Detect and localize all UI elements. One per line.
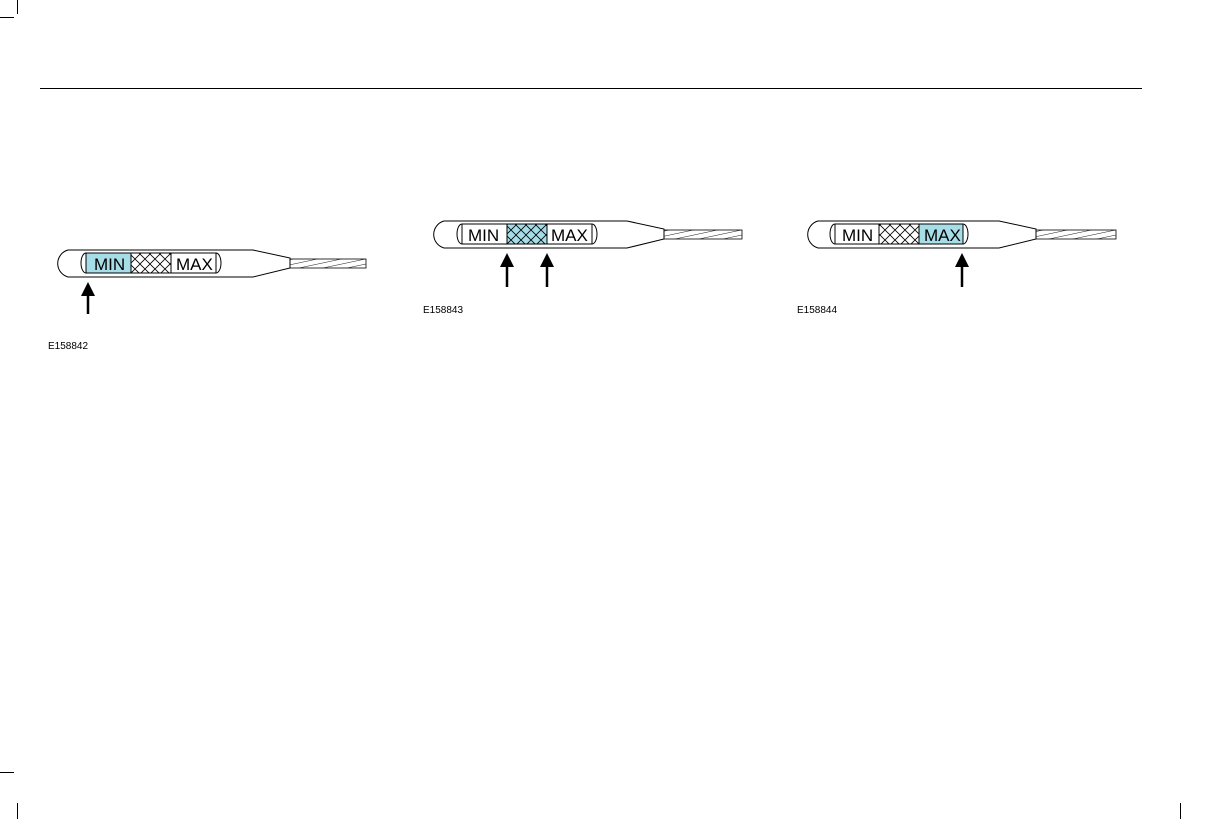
dipstick-figure-min: MIN MAX <box>50 244 370 319</box>
max-label: MAX <box>176 255 213 274</box>
dipstick-shaft-hatch <box>1036 230 1116 239</box>
crosshatch-zone <box>879 224 919 244</box>
figure-caption: E158844 <box>797 305 837 316</box>
crop-mark-bottom-left-h <box>0 772 14 773</box>
dipstick-drawing: MIN MAX <box>50 244 370 319</box>
crosshatch-zone <box>507 224 547 244</box>
max-label: MAX <box>551 226 588 245</box>
min-label: MIN <box>94 255 125 274</box>
arrow-icon <box>540 253 554 287</box>
min-label: MIN <box>842 226 873 245</box>
max-label: MAX <box>924 226 961 245</box>
dipstick-drawing: MIN MAX <box>800 215 1120 290</box>
crop-mark-bottom-right-v <box>1180 803 1181 819</box>
figure-caption: E158842 <box>48 341 88 352</box>
crop-mark-top-left-v <box>17 0 18 14</box>
dipstick-drawing: MIN MAX <box>426 215 746 290</box>
dipstick-figure-mid: MIN MAX <box>426 215 746 290</box>
arrow-icon <box>500 253 514 287</box>
dipstick-shaft-hatch <box>290 259 366 268</box>
min-label: MIN <box>468 226 499 245</box>
dipstick-shaft-hatch <box>664 230 742 239</box>
crop-mark-bottom-left-v <box>17 803 18 819</box>
crosshatch-zone <box>131 253 171 273</box>
figure-caption: E158843 <box>423 305 463 316</box>
arrow-icon <box>81 282 95 314</box>
arrow-icon <box>955 253 969 287</box>
crop-mark-top-left-h <box>0 17 14 18</box>
dipstick-figure-max: MIN MAX <box>800 215 1120 290</box>
header-rule <box>40 88 1142 89</box>
